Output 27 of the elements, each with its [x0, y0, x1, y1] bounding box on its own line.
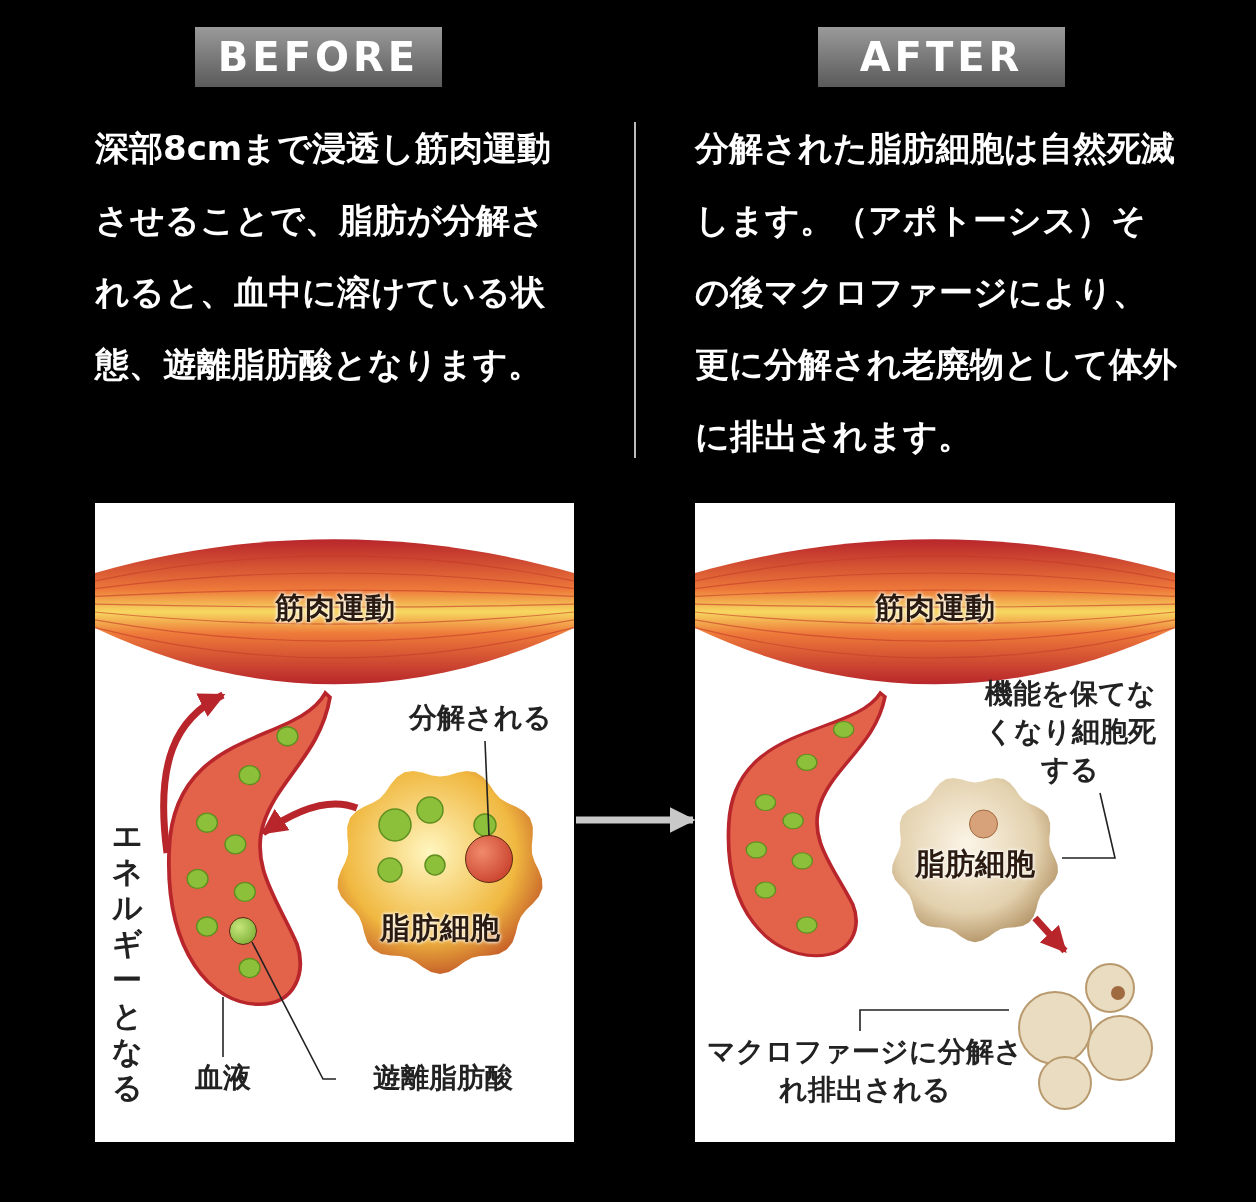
heading-text: AFTER [859, 34, 1024, 80]
leader-line [1061, 792, 1116, 859]
description-text: 深部8cmまで浸透し筋肉運動させることで、脂肪が分解されると、血中に溶けている状態、遊離脂肪酸となります。 [95, 127, 553, 386]
leader-line [222, 996, 224, 1058]
part-label: 筋肉運動 [273, 589, 396, 627]
leader-line [484, 740, 490, 836]
illustration-panel [95, 503, 574, 1142]
part-label: 血液 [183, 1059, 263, 1097]
part-label: マクロファージに分解され排出される [700, 1033, 1030, 1109]
part-label: 脂肪細胞 [379, 908, 501, 947]
arrow [160, 691, 226, 854]
part-label: 脂肪細胞 [914, 845, 1036, 884]
leader-line [251, 941, 337, 1080]
heading-tab [818, 27, 1065, 87]
arrow [576, 807, 696, 833]
description-text: 分解された脂肪細胞は自然死滅します。（アポトーシス）その後マクロファージにより、更に分解され老廃物として体外に排出されます。 [695, 127, 1177, 458]
arrow [260, 800, 359, 836]
leader-line [859, 1009, 1010, 1032]
part-label: エネルギーとなる [110, 818, 144, 1107]
part-label: 遊離脂肪酸 [338, 1059, 548, 1097]
illustration-panel [695, 503, 1175, 1142]
part-label: 機能を保てなくなり細胞死する [980, 675, 1160, 789]
part-label: 分解される [385, 699, 575, 737]
arrow [1032, 915, 1068, 954]
part-label: 筋肉運動 [874, 589, 996, 627]
heading-tab [195, 27, 442, 87]
heading-text: BEFORE [217, 34, 420, 80]
